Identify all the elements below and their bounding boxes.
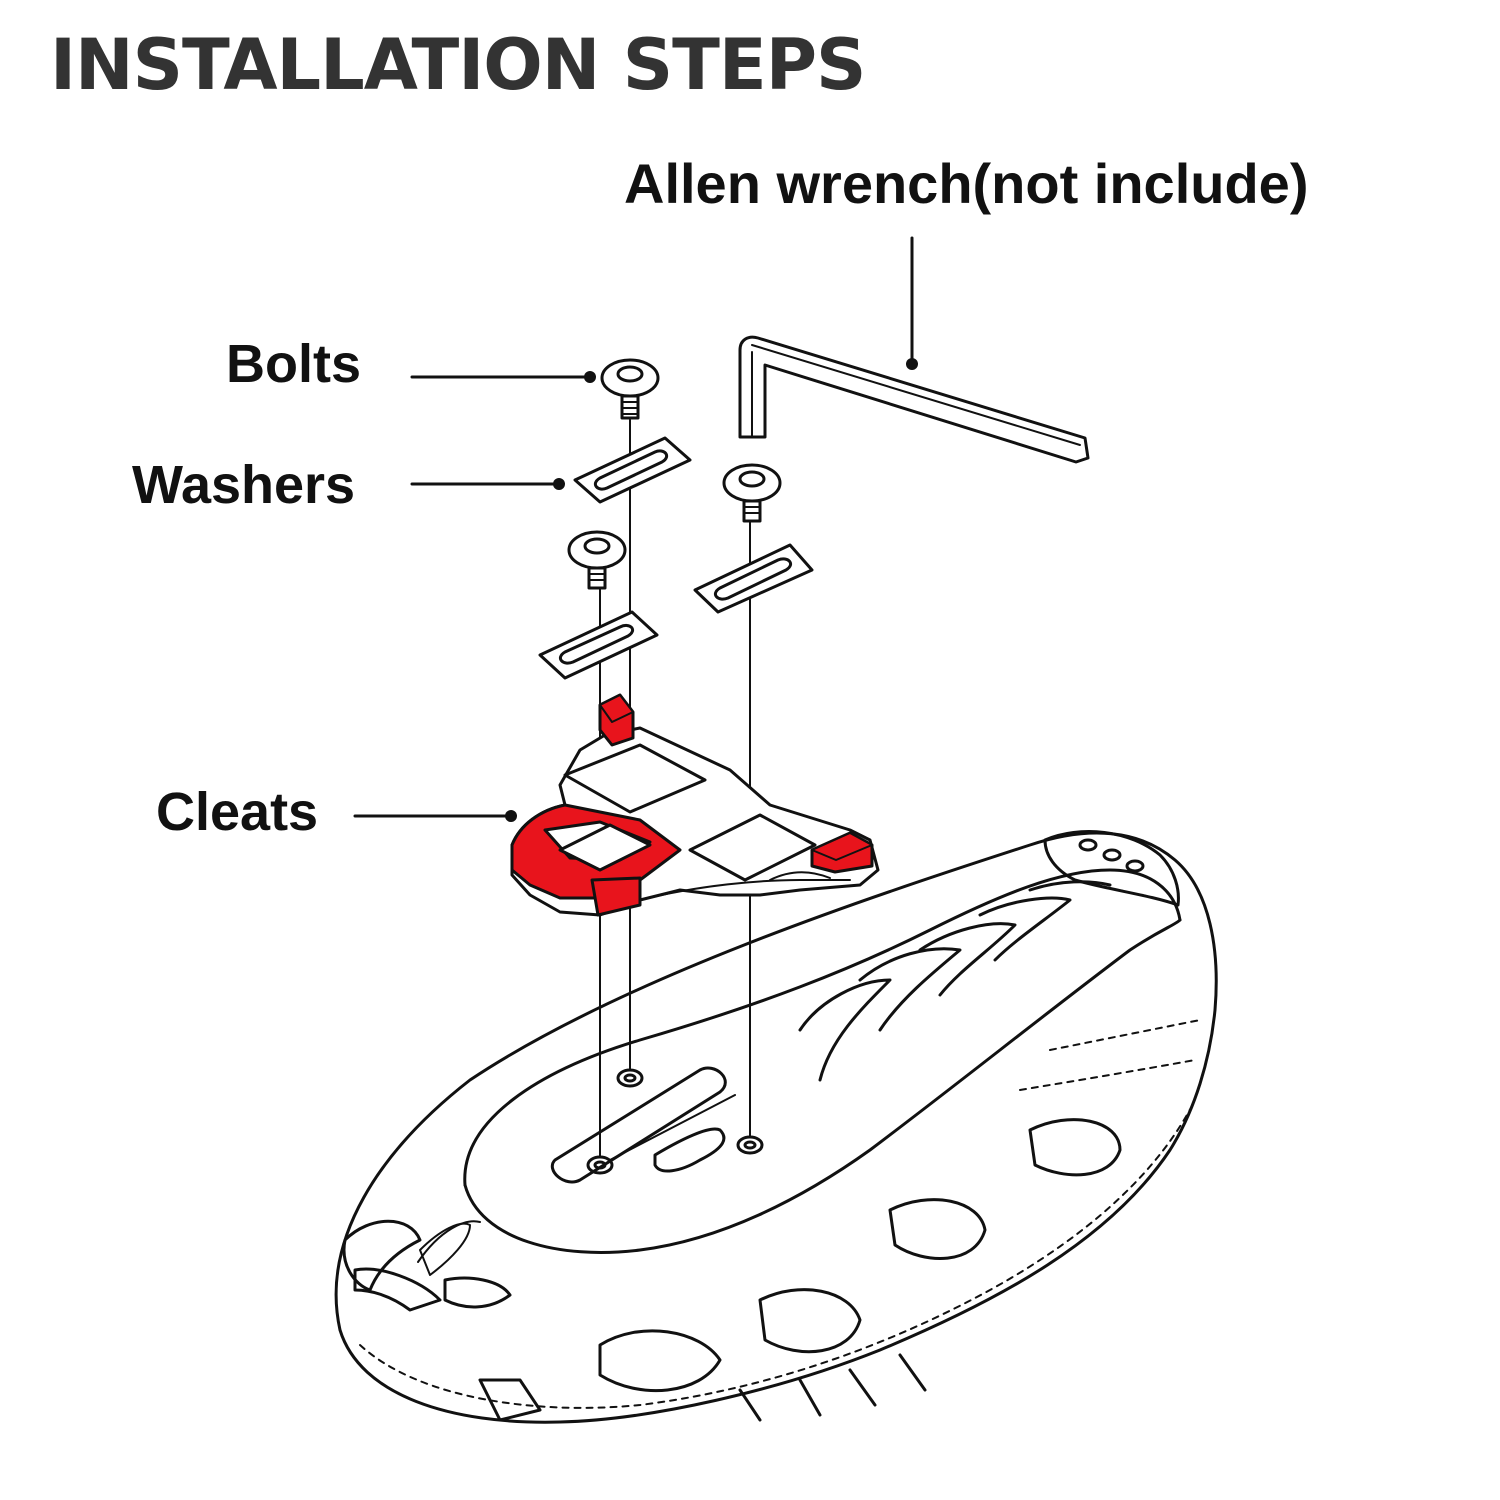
bolts-label: Bolts (226, 334, 361, 394)
allen-wrench-icon (738, 335, 1090, 464)
bolt-top (600, 358, 660, 420)
allen-wrench-label: Allen wrench(not include) (624, 152, 1309, 215)
wrench-leader-dot (906, 358, 918, 370)
cleats-label: Cleats (156, 782, 319, 842)
washer-left (538, 610, 659, 680)
cleats-leader-dot (505, 810, 517, 822)
bolt-left (567, 530, 627, 590)
leader-lines (353, 236, 914, 818)
washers-leader-dot (553, 478, 565, 490)
shoe-illustration (334, 830, 1218, 1424)
cleat-illustration (510, 693, 880, 917)
bolts-leader-dot (584, 371, 596, 383)
washers-label: Washers (132, 455, 356, 515)
page-title: INSTALLATION STEPS (50, 24, 866, 106)
washer-top (573, 436, 692, 504)
bolt-right (722, 463, 782, 523)
washer-right (693, 543, 814, 614)
